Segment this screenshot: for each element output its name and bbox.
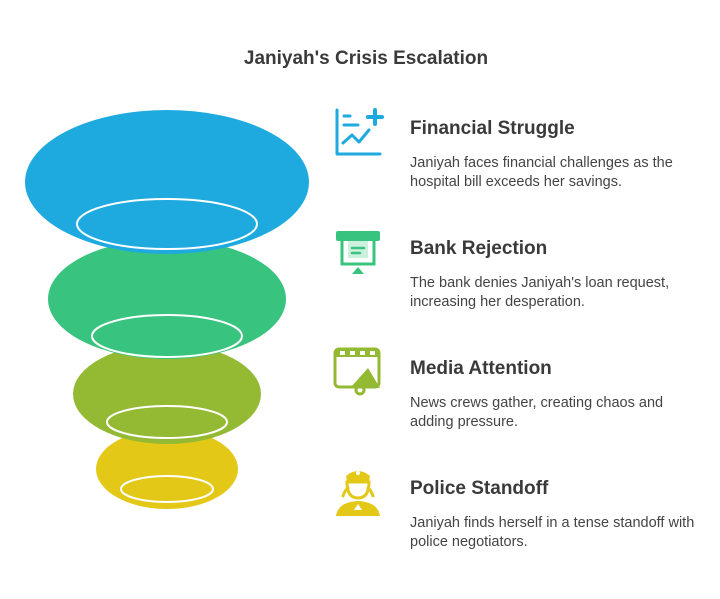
step-label: Police Standoff bbox=[410, 478, 549, 499]
step-description: The bank denies Janiyah's loan request, … bbox=[410, 275, 670, 310]
funnel-layer-bank bbox=[48, 239, 286, 359]
police-officer-icon bbox=[336, 471, 380, 516]
step-bank-rejection: Bank Rejection The bank denies Janiyah's… bbox=[332, 226, 702, 326]
film-megaphone-icon bbox=[333, 347, 381, 396]
diagram-title: Janiyah's Crisis Escalation bbox=[243, 48, 489, 69]
step-description: Janiyah finds herself in a tense standof… bbox=[410, 515, 695, 550]
chart-plus-icon bbox=[335, 108, 384, 156]
funnel-layer-police bbox=[96, 429, 238, 509]
step-media-attention: Media Attention News crews gather, creat… bbox=[332, 346, 702, 446]
step-label: Financial Struggle bbox=[410, 118, 575, 139]
step-description: Janiyah faces financial challenges as th… bbox=[410, 155, 673, 190]
step-description: News crews gather, creating chaos and ad… bbox=[410, 395, 664, 430]
step-financial-struggle: Financial Struggle Janiyah faces financi… bbox=[332, 106, 702, 206]
atm-receipt-icon bbox=[336, 231, 380, 274]
step-label: Bank Rejection bbox=[410, 238, 548, 259]
funnel-diagram bbox=[25, 110, 309, 509]
funnel-layer-financial bbox=[25, 110, 309, 254]
step-label: Media Attention bbox=[410, 358, 552, 379]
funnel-layer-media bbox=[73, 344, 261, 444]
step-police-standoff: Police Standoff Janiyah finds herself in… bbox=[332, 466, 702, 566]
